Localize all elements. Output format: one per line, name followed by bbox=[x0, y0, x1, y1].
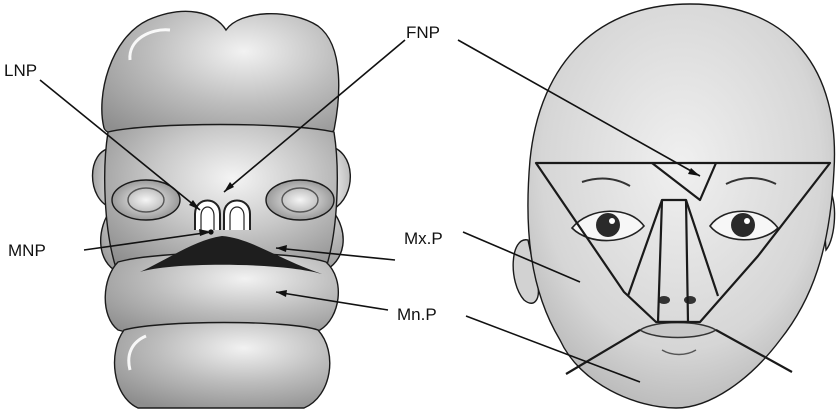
label-fnp: FNP bbox=[406, 23, 440, 42]
label-mnp-lower: Mn.P bbox=[397, 305, 437, 324]
infant-face bbox=[513, 4, 834, 408]
label-lnp: LNP bbox=[4, 61, 37, 80]
label-mxp: Mx.P bbox=[404, 229, 443, 248]
embryo-face bbox=[93, 11, 351, 408]
embryo-chin bbox=[115, 323, 330, 409]
infant-right-nostril bbox=[684, 296, 696, 304]
label-mnp: MNP bbox=[8, 241, 46, 260]
infant-mouth bbox=[640, 323, 716, 338]
infant-head bbox=[528, 4, 835, 408]
embryo-right-eye bbox=[266, 180, 334, 220]
